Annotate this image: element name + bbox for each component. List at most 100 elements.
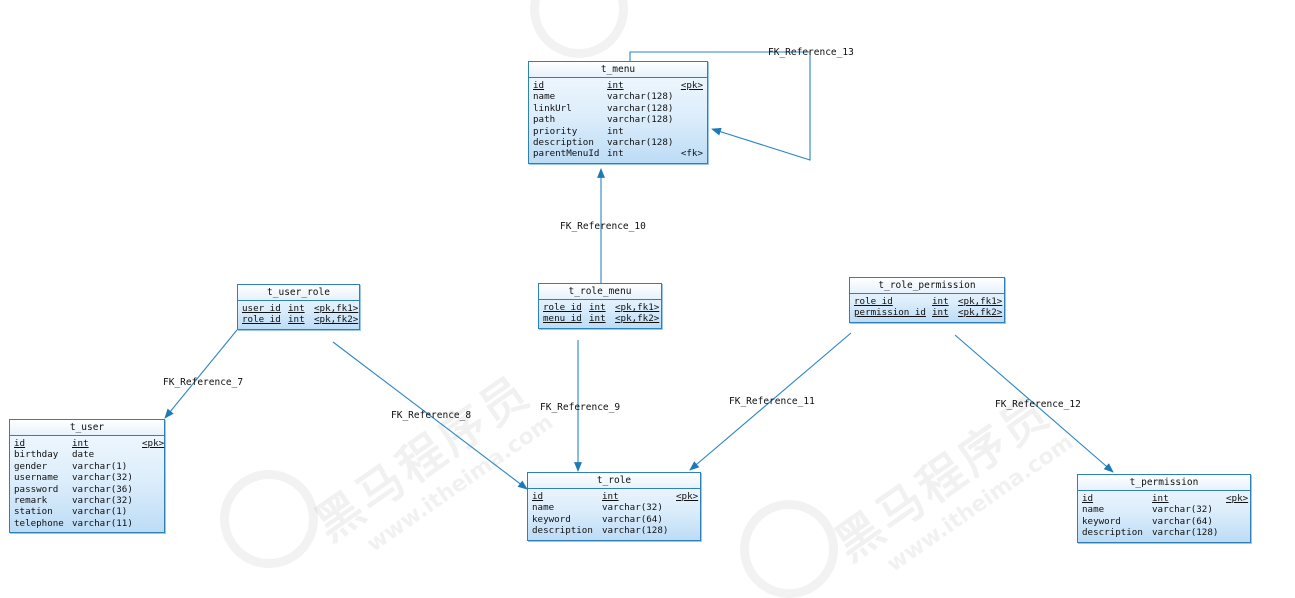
column-row: gender varchar(1)	[14, 461, 160, 472]
column-type: int	[607, 125, 624, 137]
column-name: role_id	[854, 296, 893, 307]
column-key	[677, 103, 703, 114]
watermark-logo	[220, 470, 318, 568]
column-name: username	[14, 472, 59, 484]
column-key: <pk,fk1>	[958, 296, 1003, 307]
column-key	[142, 461, 160, 472]
column-type: varchar(11)	[72, 517, 133, 529]
reference-line-7	[164, 329, 238, 419]
table-title: t_permission	[1078, 475, 1250, 491]
column-name: menu_id	[543, 313, 582, 325]
column-name: telephone	[14, 517, 64, 529]
reference-label-8: FK_Reference_8	[391, 410, 471, 421]
column-type: int	[932, 307, 949, 319]
column-type: varchar(1)	[72, 460, 128, 472]
column-type: varchar(1)	[72, 506, 128, 518]
column-type: varchar(128)	[607, 91, 674, 103]
column-type: varchar(36)	[72, 483, 133, 495]
column-name: id	[532, 491, 544, 502]
column-key: <pk>	[1226, 493, 1249, 504]
table-title: t_menu	[529, 62, 707, 78]
column-name: id	[533, 80, 545, 91]
column-key	[677, 114, 703, 125]
column-key: <pk>	[676, 491, 699, 502]
column-type: int	[607, 80, 624, 91]
column-row: permission_id int <pk,fk2>	[854, 307, 1003, 319]
column-name: gender	[14, 460, 48, 472]
column-key	[142, 518, 160, 529]
column-key	[677, 126, 703, 137]
column-name: name	[1082, 504, 1105, 516]
reference-label-11: FK_Reference_11	[729, 396, 815, 407]
column-type: int	[72, 438, 89, 449]
reference-line-8	[332, 341, 528, 490]
column-name: id	[14, 438, 26, 449]
column-type: varchar(128)	[1152, 527, 1219, 539]
column-type: varchar(32)	[602, 502, 663, 514]
column-type: varchar(32)	[72, 495, 133, 507]
column-key: <pk,fk1>	[615, 302, 660, 313]
column-name: birthday	[14, 449, 59, 461]
column-name: name	[533, 91, 556, 103]
column-name: description	[1082, 527, 1143, 539]
column-key: <pk,fk1>	[314, 303, 359, 314]
column-name: name	[532, 502, 555, 514]
table-title: t_role_permission	[850, 278, 1004, 294]
column-key	[142, 449, 160, 460]
column-name: user_id	[242, 303, 281, 314]
column-key: <pk,fk2>	[958, 307, 1003, 319]
column-key	[1226, 516, 1246, 527]
reference-label-9: FK_Reference_9	[540, 402, 620, 413]
column-name: permission_id	[854, 307, 926, 319]
column-key	[676, 514, 696, 525]
column-name: description	[532, 525, 593, 537]
column-key	[142, 506, 160, 517]
column-key	[142, 495, 160, 506]
column-type: int	[602, 491, 619, 502]
reference-label-7: FK_Reference_7	[163, 377, 243, 388]
column-key	[677, 137, 703, 148]
column-key: <fk>	[680, 148, 703, 160]
watermark-logo	[530, 0, 628, 58]
column-key	[1226, 504, 1246, 515]
column-type: varchar(32)	[72, 472, 133, 484]
column-name: role_id	[242, 314, 281, 326]
table-title: t_user	[10, 420, 164, 436]
reference-line-11	[689, 332, 852, 471]
column-key	[142, 484, 160, 495]
reference-line-12	[954, 334, 1114, 473]
column-row: telephone varchar(11)	[14, 518, 160, 529]
column-row: username varchar(32)	[14, 472, 160, 483]
column-name: parentMenuId	[533, 148, 600, 160]
column-key: <pk>	[680, 80, 703, 91]
column-name: remark	[14, 495, 48, 507]
column-row: id int <pk>	[533, 80, 703, 91]
